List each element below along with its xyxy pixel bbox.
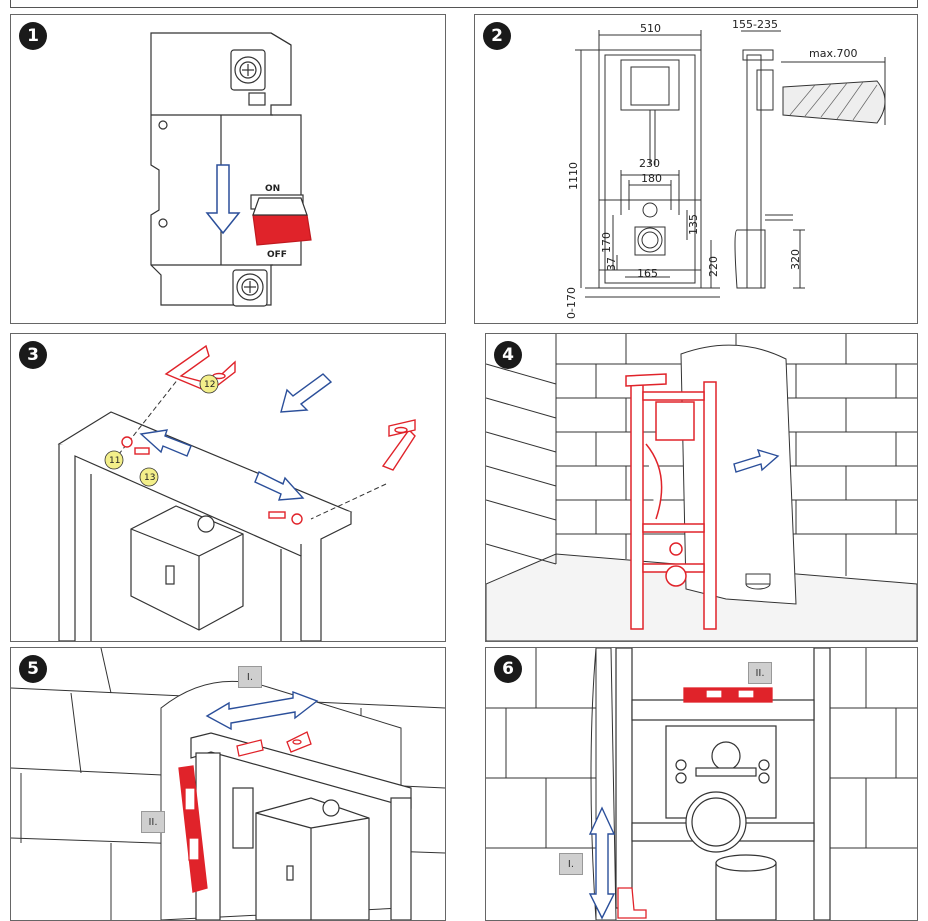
horizontal-double-arrow-icon (205, 690, 319, 731)
dim-320: 320 (789, 249, 802, 270)
panel-3: 3 (10, 333, 446, 642)
dim-510: 510 (640, 22, 661, 35)
off-label: OFF (267, 250, 287, 260)
panel-4: 4 (485, 333, 918, 642)
step-tag-i: I. (559, 853, 583, 875)
dim-1110: 1110 (567, 162, 580, 190)
dim-170: 170 (600, 232, 613, 253)
callout-11: 11 (109, 456, 120, 466)
dim-max-700: max.700 (809, 47, 857, 60)
dim-37: 37 (605, 257, 618, 271)
move-right-arrow-icon (733, 448, 780, 473)
panel-6: 6 II. I. (485, 647, 918, 921)
panel-1-number: 1 (19, 22, 47, 50)
circuit-breaker-illustration: ON OFF (150, 32, 312, 307)
callout-13: 13 (144, 473, 155, 483)
top-frame-strip (10, 0, 918, 8)
breaker-toggle (250, 194, 312, 246)
step-tag-i: I. (238, 666, 262, 688)
dim-165: 165 (637, 267, 658, 280)
panel-1: 1 (10, 14, 446, 324)
dimension-drawing: 510 155-235 max.700 1110 230 180 135 170… (565, 18, 886, 319)
height-adjust-illustration (486, 648, 917, 920)
dim-0-170: 0-170 (565, 287, 578, 319)
spirit-level-horizontal (683, 687, 773, 703)
dim-135: 135 (687, 214, 700, 235)
frame-wall-installation (486, 334, 917, 641)
dim-180: 180 (641, 172, 662, 185)
panel-3-number: 3 (19, 341, 47, 369)
panel-6-number: 6 (494, 655, 522, 683)
down-arrow-icon (205, 164, 241, 235)
step-tag-ii: II. (748, 662, 772, 684)
panel-2: 2 (474, 14, 918, 324)
bracket-mounting-illustration: 11 13 12 (57, 344, 416, 641)
step-tag-ii: II. (141, 811, 165, 833)
level-check-illustration (11, 648, 445, 920)
dim-220: 220 (707, 256, 720, 277)
dim-230: 230 (639, 157, 660, 170)
spirit-level-vertical (178, 765, 208, 893)
brick-wall-pattern (486, 648, 917, 849)
on-label: ON (265, 184, 280, 194)
panel-4-number: 4 (494, 341, 522, 369)
panel-5: 5 I. II. (10, 647, 446, 921)
callout-12: 12 (204, 380, 215, 390)
dim-155-235: 155-235 (732, 18, 778, 31)
panel-2-number: 2 (483, 22, 511, 50)
panel-5-number: 5 (19, 655, 47, 683)
